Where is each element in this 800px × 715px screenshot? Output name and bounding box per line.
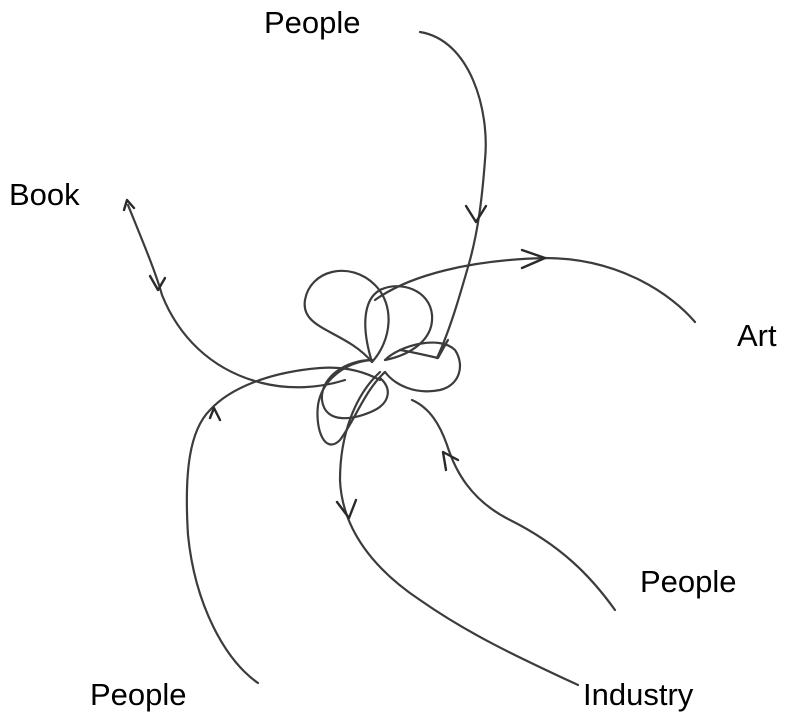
- flow-people-top: [418, 30, 488, 360]
- flow-industry-arrow: [335, 498, 358, 520]
- flow-people-right: [410, 398, 617, 612]
- central-tangle: [303, 269, 462, 446]
- flow-people-bottom: [185, 366, 382, 685]
- label-people-right: People: [640, 564, 737, 599]
- flow-people-top-arrow: [464, 204, 488, 224]
- flow-industry: [335, 370, 580, 687]
- label-book: Book: [9, 177, 80, 212]
- flow-art-arrow: [520, 248, 547, 270]
- label-people-bottom: People: [90, 677, 187, 712]
- flow-book-arrow-mid: [148, 274, 167, 292]
- flow-people-bottom-arrow: [208, 406, 222, 422]
- flow-art: [373, 248, 697, 324]
- flow-book-arrow-start: [122, 198, 136, 212]
- flow-book: [122, 198, 347, 389]
- label-people-top: People: [264, 5, 361, 40]
- label-art: Art: [737, 318, 777, 353]
- flow-people-right-arrow: [441, 450, 460, 472]
- label-industry: Industry: [583, 677, 694, 712]
